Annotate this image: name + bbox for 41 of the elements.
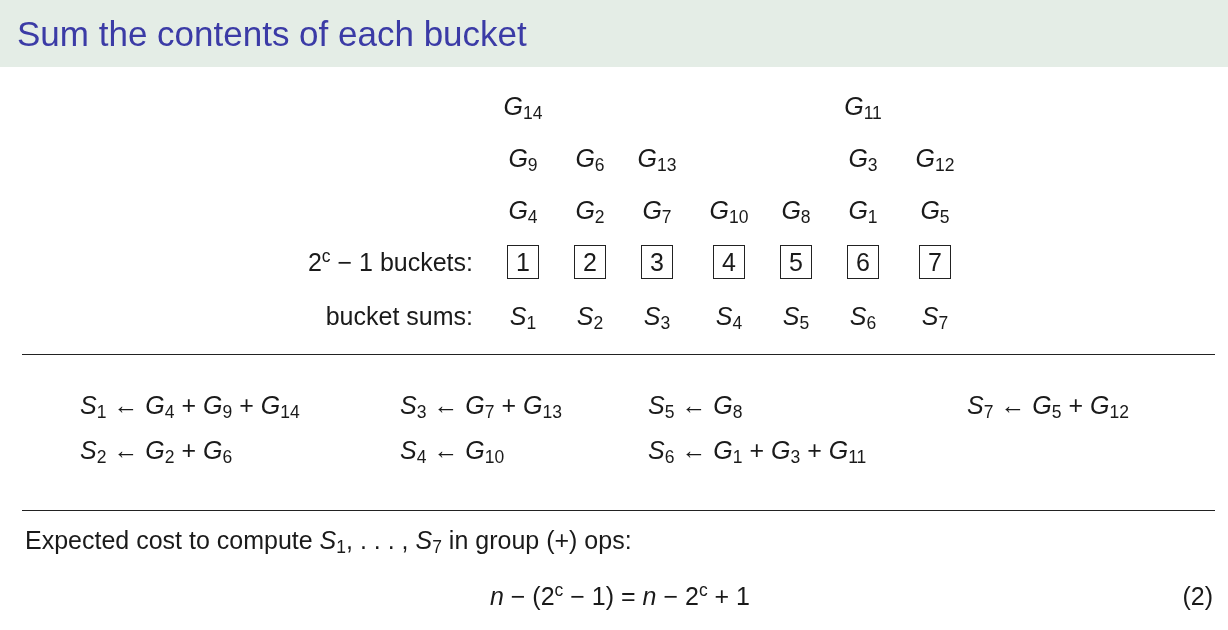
variable-term: G$_{5}$ [920,195,950,225]
bucket-box: 4 [713,245,745,279]
variable-term: G$_{4}$ [508,195,538,225]
sum-equation: S$_{7}$ ← G$_{5}$ + G$_{12}$ [967,390,1129,420]
equation-number: (2) [1182,581,1213,611]
bucket-box: 2 [574,245,606,279]
sum-equation: S$_{1}$ ← G$_{4}$ + G$_{9}$ + G$_{14}$ [80,390,300,420]
body-text: Expected cost to compute S$_{1}$, . . . , S$_{7}$ in group (+) ops: [25,525,632,555]
bucket-sum-term: S$_{7}$ [921,301,949,331]
bucket-sum-term: S$_{6}$ [849,301,877,331]
variable-term: G$_{8}$ [781,195,811,225]
bucket-sum-term: S$_{1}$ [509,301,537,331]
variable-term: G$_{1}$ [848,195,878,225]
bucket-sum-term: S$_{5}$ [782,301,810,331]
bucket-sum-term: S$_{2}$ [576,301,604,331]
sum-equation: S$_{5}$ ← G$_{8}$ [648,390,743,420]
slide-title: Sum the contents of each bucket [17,13,527,54]
sum-equation: S$_{2}$ ← G$_{2}$ + G$_{6}$ [80,435,233,465]
variable-term: G$_{7}$ [642,195,672,225]
row-label: 2$^{c}$ − 1 buckets: [307,247,473,277]
bucket-sum-term: S$_{3}$ [643,301,671,331]
bucket-box: 3 [641,245,673,279]
bucket-box: 5 [780,245,812,279]
variable-term: G$_{14}$ [503,91,543,121]
variable-term: G$_{10}$ [709,195,749,225]
bucket-box: 6 [847,245,879,279]
cost-formula: n − (2$^{c}$ − 1) = n − 2$^{c}$ + 1 [489,581,751,611]
sum-equation: S$_{6}$ ← G$_{1}$ + G$_{3}$ + G$_{11}$ [648,435,867,465]
bucket-sum-term: S$_{4}$ [715,301,743,331]
variable-term: G$_{2}$ [575,195,605,225]
variable-term: G$_{13}$ [637,143,677,173]
bucket-box: 7 [919,245,951,279]
bucket-box: 1 [507,245,539,279]
sum-equation: S$_{3}$ ← G$_{7}$ + G$_{13}$ [400,390,562,420]
variable-term: G$_{11}$ [844,91,882,121]
sum-equation: S$_{4}$ ← G$_{10}$ [400,435,505,465]
variable-term: G$_{6}$ [575,143,605,173]
variable-term: G$_{9}$ [508,143,538,173]
variable-term: G$_{3}$ [848,143,878,173]
row-label: bucket sums: [325,301,473,331]
variable-term: G$_{12}$ [915,143,955,173]
